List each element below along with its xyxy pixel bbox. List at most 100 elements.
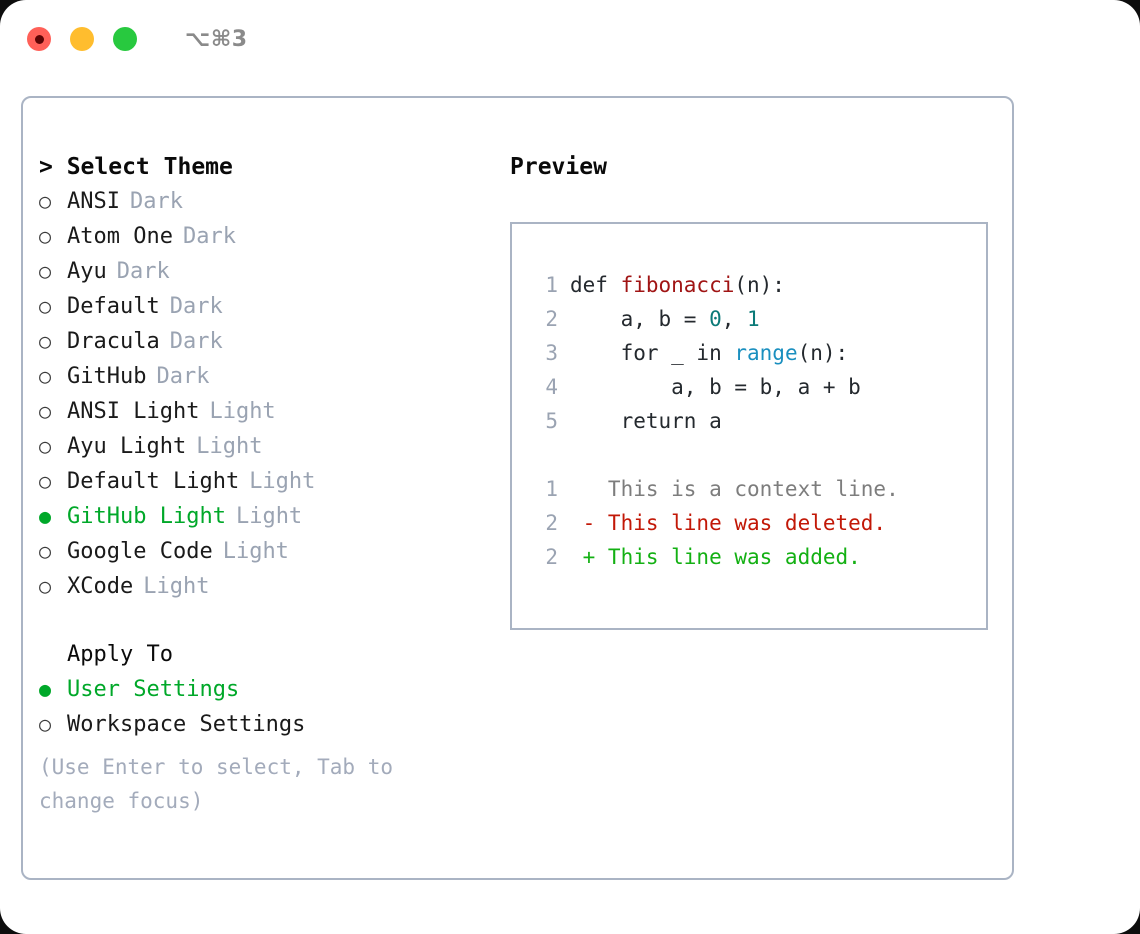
diff-line-text: - This line was deleted. [570, 511, 887, 535]
code-line: 5 return a [532, 404, 986, 438]
code-line-number: 3 [545, 341, 558, 365]
preview-gap [532, 438, 986, 472]
theme-name-label: ANSI Light [67, 399, 200, 424]
window-controls [27, 27, 137, 51]
theme-variant-label: Dark [182, 224, 236, 249]
theme-variant-label: Light [249, 469, 316, 494]
code-token: 1 [747, 307, 760, 331]
radio-selected-icon: ● [39, 504, 52, 528]
titlebar: ⌥⌘3 [0, 0, 1140, 78]
diff-line-text: This is a context line. [570, 477, 899, 501]
theme-list-item[interactable]: ○ ANSI Light Light [39, 394, 503, 429]
code-line-text: return a [570, 404, 722, 438]
theme-variant-label: Dark [169, 294, 223, 319]
code-line-text: a, b = 0, 1 [570, 302, 760, 336]
zoom-button-icon[interactable] [113, 27, 137, 51]
theme-name-label: XCode [67, 574, 134, 599]
radio-unselected-icon: ○ [39, 259, 52, 283]
titlebar-shortcut-label: ⌥⌘3 [185, 26, 248, 52]
code-token: for _ in [570, 341, 735, 365]
radio-unselected-icon: ○ [39, 539, 52, 563]
theme-name-label: Ayu [67, 259, 107, 284]
theme-name-label: Default Light [67, 469, 240, 494]
theme-variant-label: Dark [156, 364, 210, 389]
code-token: fibonacci [620, 273, 735, 297]
preview-heading: Preview [510, 154, 607, 180]
diff-line-number: 1 [545, 477, 558, 501]
radio-unselected-icon: ○ [39, 224, 52, 248]
theme-variant-label: Light [235, 504, 303, 529]
code-line-text: def fibonacci(n): [570, 268, 785, 302]
theme-variant-label: Light [196, 434, 263, 459]
minimize-button-icon[interactable] [70, 27, 94, 51]
code-token: range [734, 341, 798, 365]
code-token: a, b = b, a + b [570, 375, 861, 399]
apply-to-heading-row: ○ Apply To [39, 638, 503, 672]
apply-to-item[interactable]: ● User Settings [39, 672, 503, 707]
code-line-text: for _ in range(n): [570, 336, 849, 370]
radio-selected-icon: ● [39, 677, 52, 701]
code-line-text: a, b = b, a + b [570, 370, 861, 404]
theme-list-item[interactable]: ○ Default Light Light [39, 464, 503, 499]
list-spacer [39, 604, 503, 638]
diff-line: 2 - This line was deleted. [532, 506, 986, 540]
code-token: a, b = [570, 307, 710, 331]
apply-to-label: User Settings [67, 677, 240, 702]
code-token: (n): [797, 341, 849, 365]
radio-unselected-icon: ○ [39, 399, 52, 423]
theme-list-item[interactable]: ○ XCode Light [39, 569, 503, 604]
apply-to-heading-label: Apply To [67, 642, 173, 667]
theme-name-label: Atom One [67, 224, 173, 249]
close-dot-icon [34, 34, 44, 44]
code-token: 0 [709, 307, 722, 331]
radio-unselected-icon: ○ [39, 434, 52, 458]
theme-name-label: GitHub [67, 364, 147, 389]
radio-unselected-icon: ○ [39, 294, 52, 318]
theme-variant-label: Light [222, 539, 289, 564]
theme-name-label: ANSI [67, 189, 120, 214]
close-button-icon[interactable] [27, 27, 51, 51]
diff-line: 2 + This line was added. [532, 540, 986, 574]
code-line-number: 2 [545, 307, 558, 331]
theme-list-item[interactable]: ○ Atom One Dark [39, 219, 503, 254]
theme-list-item[interactable]: ○ GitHub Dark [39, 359, 503, 394]
radio-unselected-icon: ○ [39, 469, 52, 493]
code-token: , [721, 307, 748, 331]
apply-to-heading-marker-placeholder: ○ [39, 638, 67, 672]
radio-unselected-icon: ○ [39, 712, 52, 736]
diff-line-number: 2 [545, 545, 558, 569]
theme-variant-label: Light [209, 399, 276, 424]
code-token: (n): [734, 273, 785, 297]
diff-sample: 1 This is a context line. 2 - This line w… [532, 472, 986, 574]
apply-to-item[interactable]: ○ Workspace Settings [39, 707, 503, 742]
theme-list-heading: > Select Theme [39, 154, 233, 180]
diff-line-text: + This line was added. [570, 545, 861, 569]
radio-unselected-icon: ○ [39, 364, 52, 388]
diff-line-number: 2 [545, 511, 558, 535]
code-line: 4 a, b = b, a + b [532, 370, 986, 404]
radio-unselected-icon: ○ [39, 189, 52, 213]
code-line: 2 a, b = 0, 1 [532, 302, 986, 336]
radio-unselected-icon: ○ [39, 574, 52, 598]
theme-name-label: Dracula [67, 329, 160, 354]
code-token: def [570, 273, 621, 297]
theme-variant-label: Light [143, 574, 210, 599]
apply-to-label: Workspace Settings [67, 712, 306, 737]
code-token: return a [570, 409, 722, 433]
code-line: 3 for _ in range(n): [532, 336, 986, 370]
